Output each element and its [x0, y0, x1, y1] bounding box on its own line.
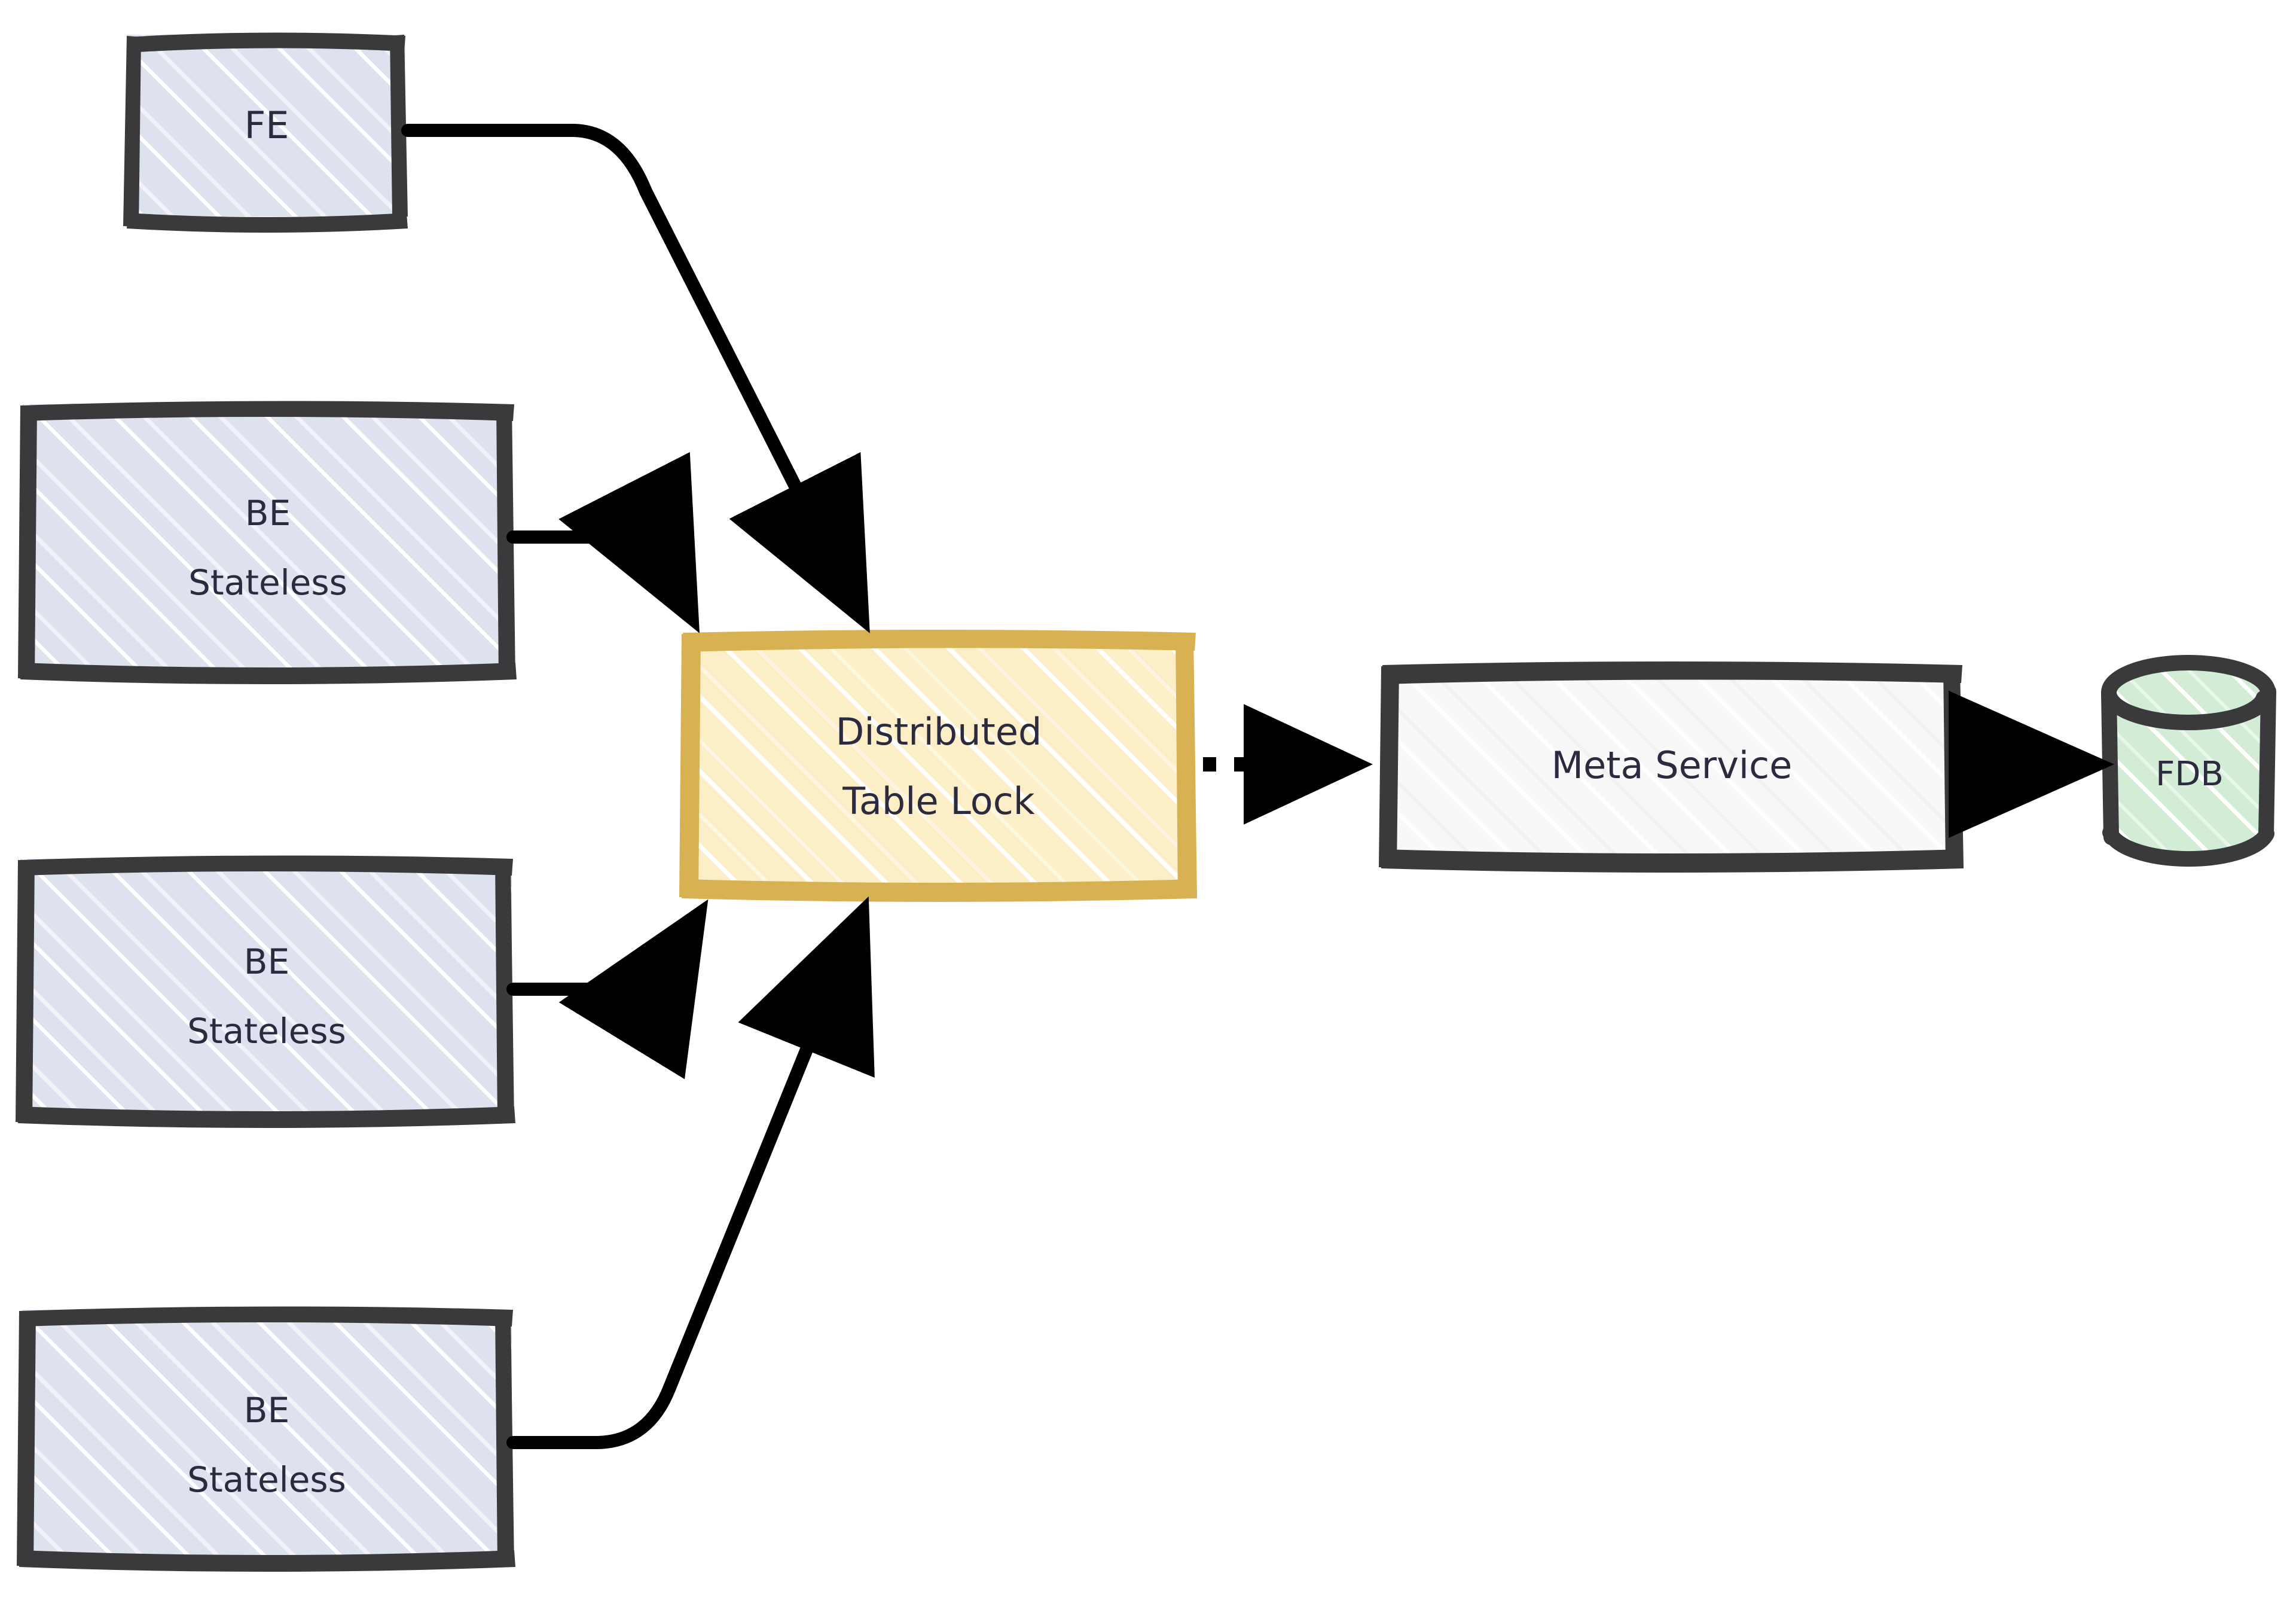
be3-node-fill [22, 1310, 512, 1566]
meta-label: Meta Service [1552, 743, 1793, 787]
be1-border-right [496, 404, 515, 678]
lock-border-bottom [682, 879, 1197, 902]
be1-border-bottom [20, 663, 517, 684]
be-stateless-node-3[interactable]: BE Stateless [17, 1306, 515, 1572]
meta-border-top [1382, 661, 1962, 684]
edge-be2-to-lock[interactable] [506, 899, 709, 1080]
fe-node-border-bottom [127, 213, 408, 233]
lock-label-line2: Table Lock [842, 779, 1035, 823]
fe-node[interactable]: FE [123, 32, 408, 233]
lock-border-top [683, 630, 1196, 652]
be1-label-line2: Stateless [188, 562, 347, 603]
edge-fe-to-lock[interactable] [401, 124, 870, 633]
be2-border-right [495, 859, 514, 1122]
be1-border-left [18, 405, 37, 679]
be3-border-top [20, 1306, 513, 1327]
be2-label-line1: BE [244, 941, 289, 982]
distributed-table-lock-node[interactable]: Distributed Table Lock [679, 630, 1197, 902]
meta-border-bottom [1381, 849, 1964, 873]
edge-be1-to-lock[interactable] [506, 452, 700, 633]
edge-be3-to-lock[interactable] [506, 896, 875, 1449]
meta-border-left [1379, 666, 1399, 868]
edge-be2-to-lock-path [506, 899, 709, 1080]
be1-border-top [22, 401, 514, 421]
be3-border-right [495, 1310, 514, 1566]
fdb-bottom-arc [2102, 825, 2274, 867]
lock-border-left [679, 634, 701, 898]
fe-node-border-top [128, 32, 405, 53]
edge-be1-to-lock-path [506, 452, 700, 633]
be2-label-line2: Stateless [187, 1011, 346, 1051]
fdb-right-wall [2258, 684, 2276, 843]
be2-border-bottom [18, 1106, 515, 1128]
fdb-label: FDB [2155, 755, 2224, 794]
be1-node-fill [23, 404, 512, 678]
edge-fe-to-lock-path [401, 124, 870, 633]
lock-border-right [1176, 633, 1197, 897]
be1-label-line1: BE [245, 493, 291, 533]
fe-node-border-left [123, 36, 141, 227]
meta-node-fill [1385, 667, 1958, 864]
fdb-left-wall [2101, 686, 2119, 845]
meta-service-node[interactable]: Meta Service [1379, 661, 1964, 873]
edge-be3-to-lock-path [506, 896, 875, 1449]
fdb-top-inner-arc [2109, 691, 2269, 728]
lock-node-fill [686, 636, 1191, 894]
fe-node-fill [127, 35, 405, 217]
fdb-database-node[interactable]: FDB [2101, 655, 2276, 867]
be3-label-line2: Stateless [187, 1459, 346, 1500]
be3-border-left [17, 1311, 36, 1567]
fe-node-border-right [390, 35, 408, 217]
be-stateless-node-1[interactable]: BE Stateless [18, 401, 517, 684]
be-stateless-node-2[interactable]: BE Stateless [16, 855, 515, 1128]
be2-border-left [16, 860, 35, 1123]
be3-label-line1: BE [244, 1390, 289, 1431]
be2-node-fill [20, 859, 512, 1122]
be3-border-bottom [19, 1550, 515, 1572]
lock-label-line1: Distributed [836, 710, 1042, 754]
be2-border-top [19, 855, 513, 876]
fe-node-label: FE [245, 103, 289, 147]
